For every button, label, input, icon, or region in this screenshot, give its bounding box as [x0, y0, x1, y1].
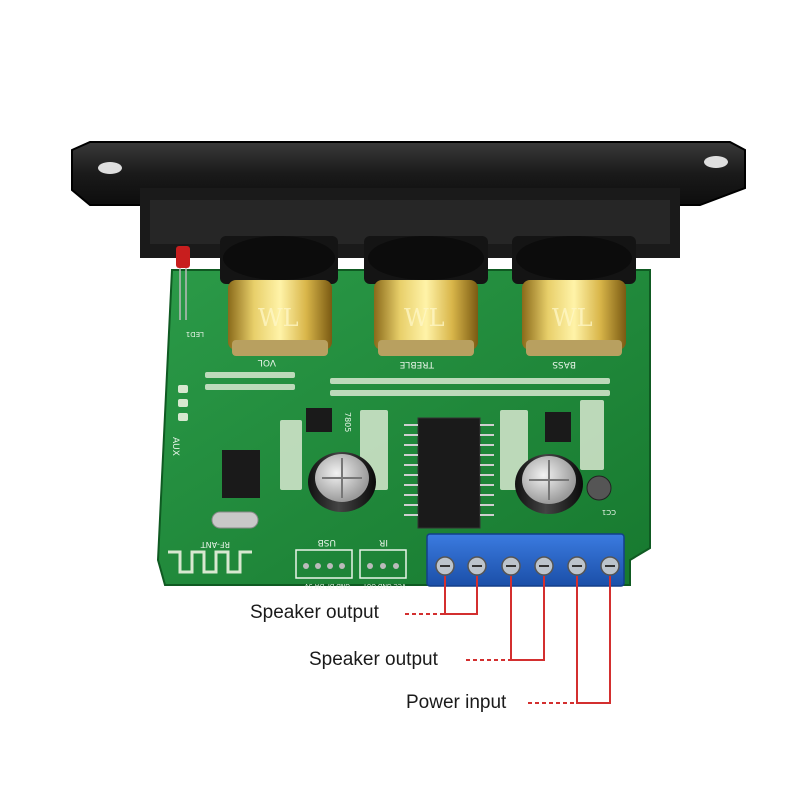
callout-line-speaker-output-2 — [510, 576, 545, 661]
callout-label-power-input: Power input — [406, 692, 507, 713]
bass-knob: WL — [512, 236, 636, 356]
capacitor-left — [308, 452, 376, 512]
treble-knob-cap-text: WL — [404, 304, 445, 332]
callout-line-power-input — [576, 576, 611, 704]
vol-label: VOL — [258, 357, 276, 367]
bluetooth-chip — [222, 450, 260, 498]
usb-label: USB — [318, 537, 336, 547]
cc1-label: CC1 — [602, 508, 616, 516]
crystal — [211, 511, 259, 529]
treble-label: TREBLE — [399, 359, 435, 369]
usb-header — [295, 549, 353, 579]
vcc-gnd-out-label: VCC GND OUT — [363, 582, 406, 589]
led-label: LED1 — [186, 330, 204, 338]
gnd-dp-dm-5v-label: GND DP DM 5V — [304, 582, 350, 589]
bass-knob-cap-text: WL — [552, 304, 593, 332]
callout-label-speaker-output-2: Speaker output — [309, 649, 438, 670]
amplifier-chip — [417, 417, 481, 529]
callout-lines — [405, 576, 611, 704]
bass-label: BASS — [552, 359, 576, 369]
regulator-label: 7805 — [343, 412, 352, 432]
callout-label-speaker-output-1: Speaker output — [250, 602, 379, 623]
ir-header — [359, 549, 407, 579]
vol-knob-cap-text: WL — [258, 304, 299, 332]
vol-knob: WL — [220, 236, 338, 356]
rf-ant-label: RF-ANT — [201, 540, 230, 549]
aux-label: AUX — [170, 437, 180, 456]
regulator — [306, 408, 332, 432]
led-indicator — [176, 246, 190, 320]
treble-knob: WL — [364, 236, 488, 356]
antenna-trace — [168, 550, 252, 574]
tone-chip — [545, 412, 571, 442]
callout-line-speaker-output-1 — [444, 576, 478, 615]
terminal-block — [426, 533, 625, 587]
capacitor-small — [586, 475, 612, 501]
ir-label: IR — [379, 537, 388, 547]
capacitor-right — [515, 454, 583, 514]
